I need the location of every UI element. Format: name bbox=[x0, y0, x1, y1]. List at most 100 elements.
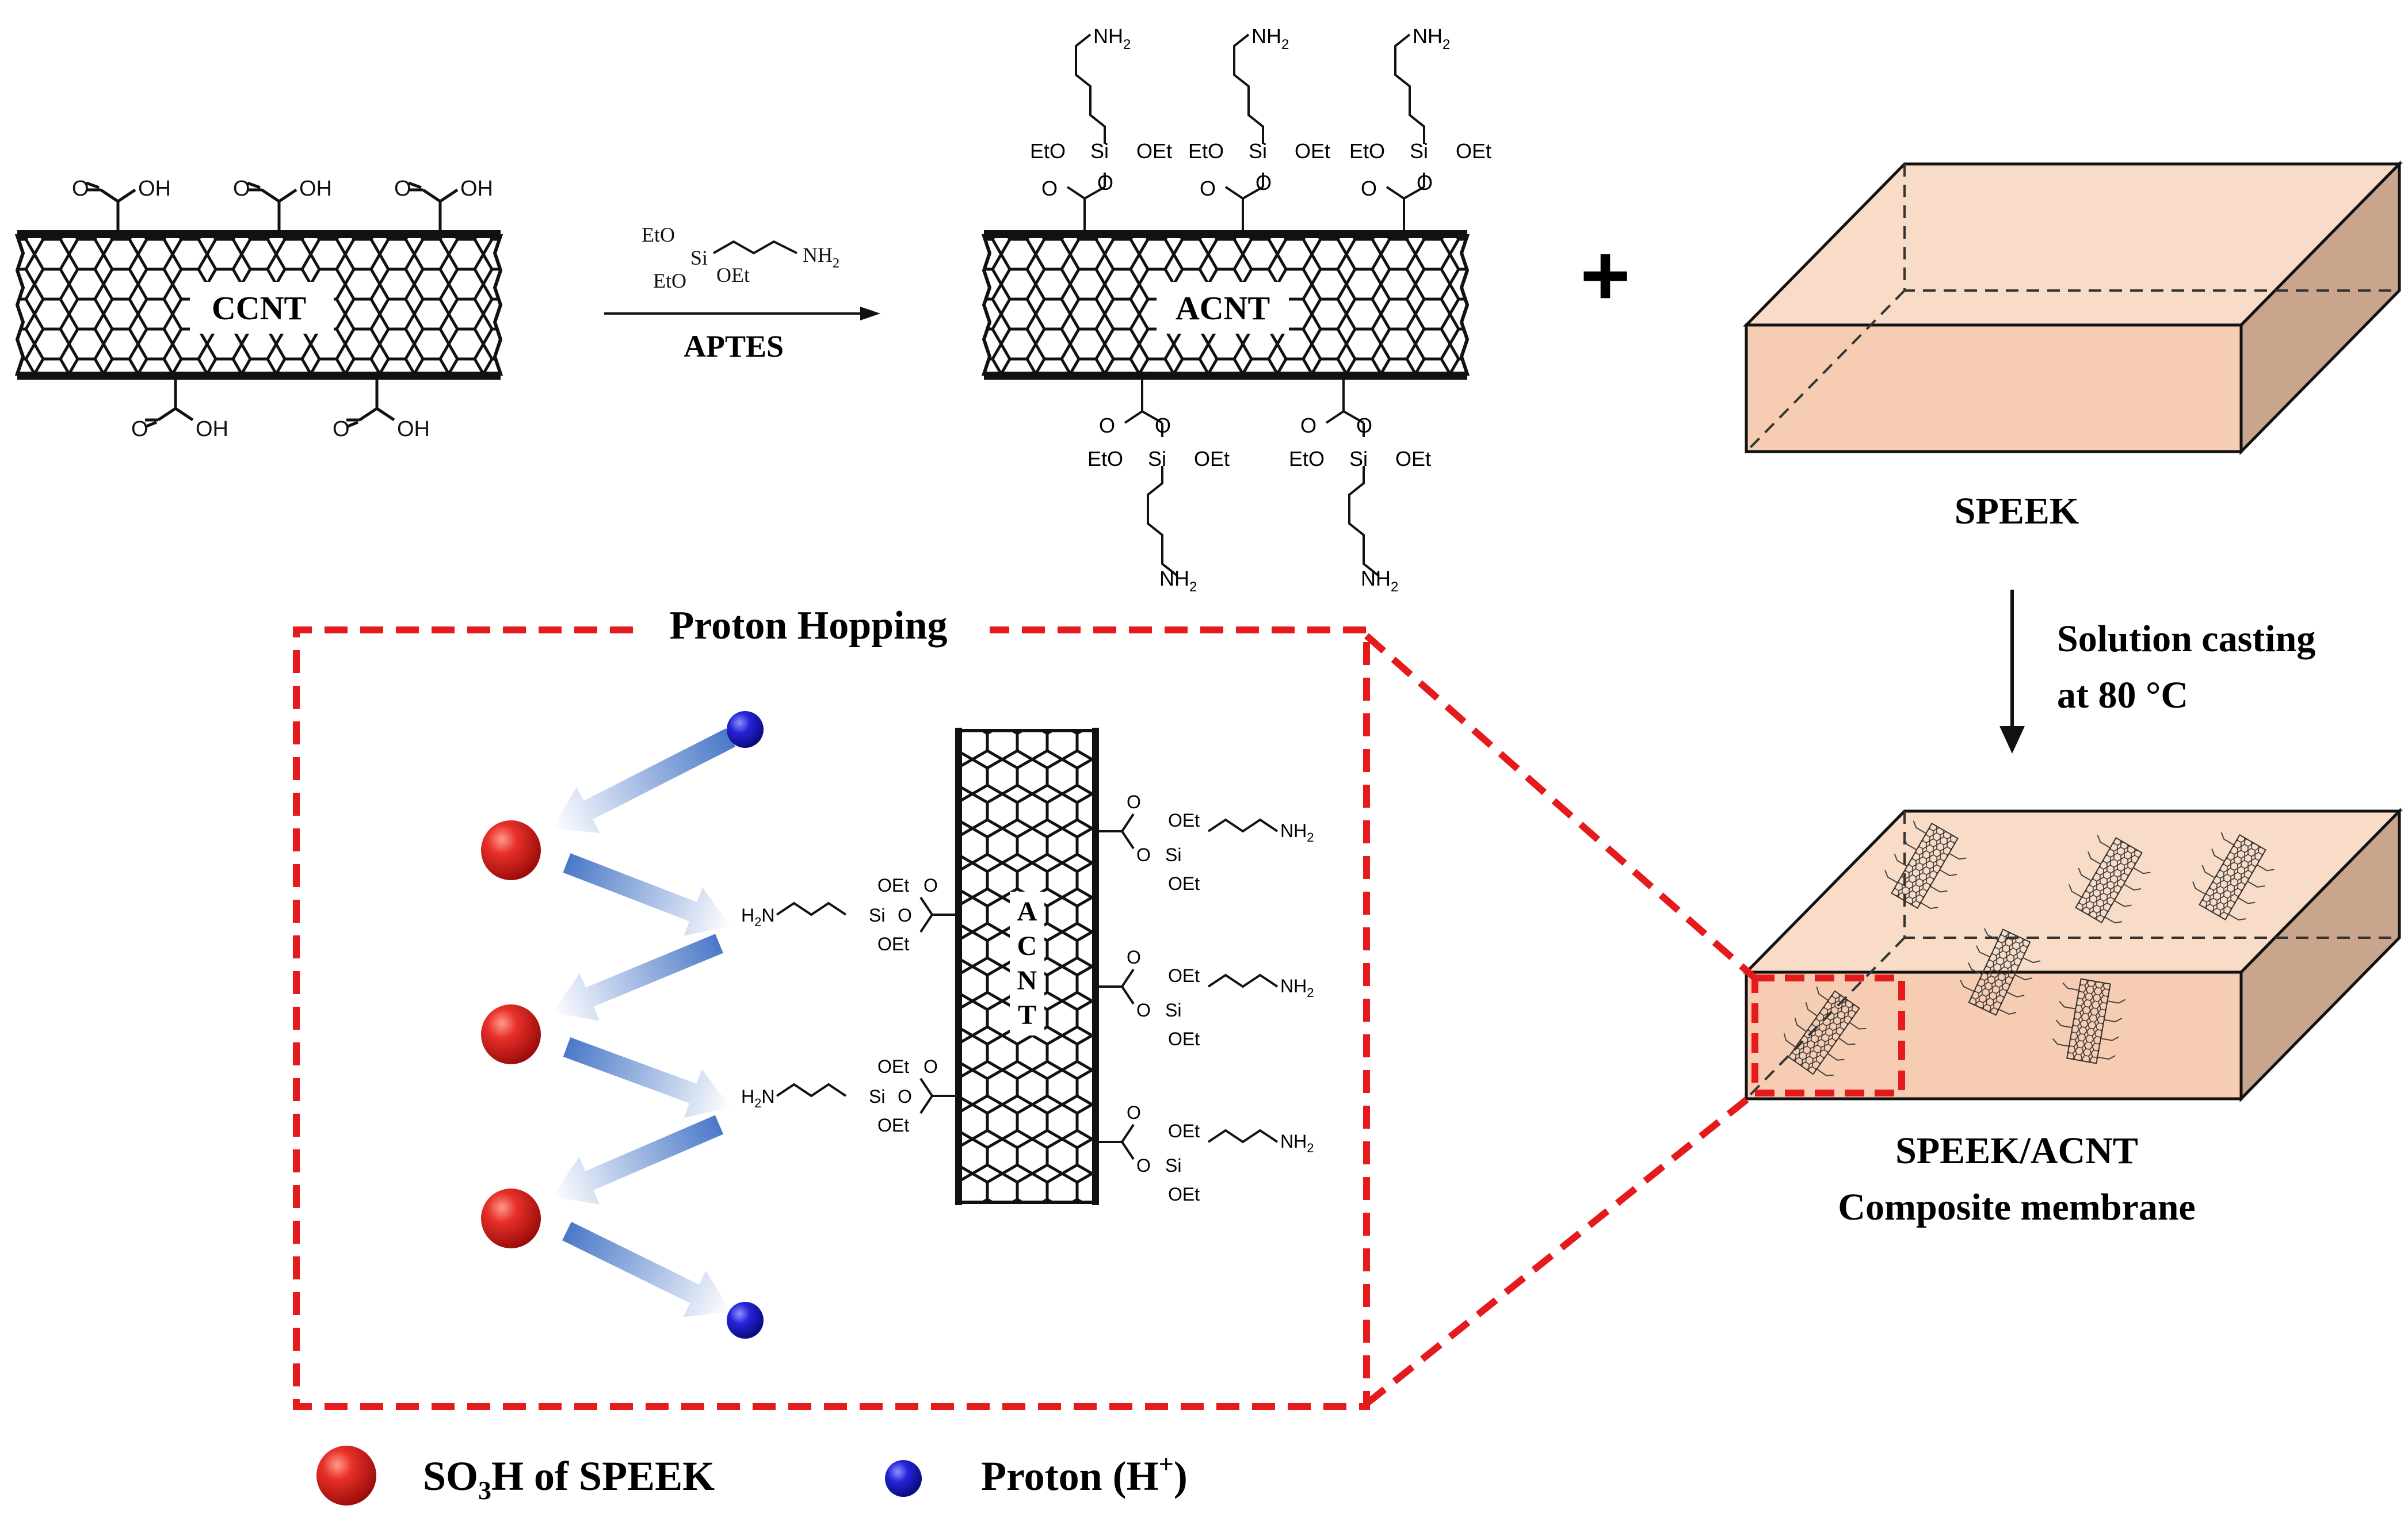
silane-o: O bbox=[1041, 177, 1058, 200]
silane-si: Si bbox=[1165, 845, 1181, 865]
silane-si: Si bbox=[1148, 447, 1166, 471]
silane-o: O bbox=[1255, 171, 1272, 194]
proton-hop-arrows bbox=[552, 728, 736, 1317]
aptes-label: APTES bbox=[684, 329, 784, 364]
silane-oet: OEt bbox=[1295, 139, 1330, 163]
speek-box: SPEEK bbox=[1743, 160, 2403, 532]
zoom-line-top bbox=[1364, 633, 1757, 981]
casting-line-2: at 80 °C bbox=[2057, 674, 2188, 716]
cooh-o-3: O bbox=[394, 177, 411, 201]
reaction-arrow-head bbox=[860, 307, 880, 320]
legend-proton-swatch bbox=[885, 1460, 922, 1497]
composite-line-1: SPEEK/ACNT bbox=[1895, 1130, 2138, 1172]
silane-oet: OEt bbox=[877, 1056, 909, 1077]
hop-arrow-1 bbox=[552, 728, 736, 834]
inset-title: Proton Hopping bbox=[670, 603, 948, 648]
zoom-line-bottom bbox=[1364, 1090, 1757, 1407]
aptes-reagent: EtO Si EtO OEt NH2 APTES bbox=[604, 223, 880, 364]
silane-h2n: H2N bbox=[741, 1086, 774, 1110]
cooh-o-2: O bbox=[233, 177, 250, 201]
silane-o: O bbox=[1136, 845, 1151, 865]
inset-frame bbox=[293, 626, 1370, 1410]
silane-o: O bbox=[1097, 171, 1113, 194]
cooh-oh-2: OH bbox=[299, 177, 332, 201]
silane-h2n: H2N bbox=[741, 905, 774, 929]
silane-eto: EtO bbox=[1030, 139, 1066, 163]
legend-so3h-label: SO3H of SPEEK bbox=[423, 1453, 715, 1505]
silane-eto: EtO bbox=[1349, 139, 1385, 163]
silane-o: O bbox=[1200, 177, 1216, 200]
silane-o: O bbox=[1136, 1000, 1151, 1021]
plus-sign: + bbox=[1580, 227, 1631, 323]
silane-o: O bbox=[1155, 414, 1171, 437]
silane-o: O bbox=[1099, 414, 1115, 437]
composite-line-2: Composite membrane bbox=[1838, 1186, 2195, 1228]
ccnt-cooh-groups bbox=[86, 181, 459, 429]
silane-si: Si bbox=[1349, 447, 1368, 471]
reagent-eto-top: EtO bbox=[642, 223, 675, 246]
silane-o: O bbox=[1361, 177, 1377, 200]
silane-nh2: NH2 bbox=[1251, 24, 1289, 52]
speek-hidden-edges bbox=[1745, 164, 2399, 453]
speek-front-face bbox=[1745, 323, 2243, 453]
reagent-oet: OEt bbox=[716, 263, 750, 286]
acnt-label-bg bbox=[1157, 282, 1289, 334]
silane-oet: OEt bbox=[1136, 139, 1172, 163]
silane-o: O bbox=[1300, 414, 1316, 437]
silane-nh2: NH2 bbox=[1159, 567, 1197, 595]
hop-arrow-3 bbox=[552, 934, 723, 1021]
silane-oet: OEt bbox=[1194, 447, 1230, 471]
silane-eto: EtO bbox=[1289, 447, 1325, 471]
silane-oet: OEt bbox=[1168, 1121, 1200, 1141]
acnt-letter-n: N bbox=[1017, 965, 1037, 996]
reagent-nh2: NH2 bbox=[803, 243, 839, 271]
reagent-si: Si bbox=[690, 246, 708, 269]
silane-o: O bbox=[1356, 414, 1372, 437]
legend-so3h-swatch bbox=[316, 1446, 376, 1505]
silane-nh2: NH2 bbox=[1361, 567, 1398, 595]
acnt-tube: ACNT bbox=[981, 230, 1470, 380]
silane-oet: OEt bbox=[1168, 810, 1200, 831]
mini-acnt-5 bbox=[2052, 978, 2125, 1064]
silane-nh2: NH2 bbox=[1280, 820, 1314, 845]
so3h-sphere-1 bbox=[481, 820, 541, 880]
ccnt-label-bg bbox=[190, 282, 334, 334]
cooh-o-1: O bbox=[72, 177, 89, 201]
hop-arrow-5 bbox=[552, 1115, 724, 1205]
acnt-label: ACNT bbox=[1176, 289, 1270, 327]
proton-sphere-end bbox=[727, 1302, 764, 1339]
legend-proton-label: Proton (H+) bbox=[981, 1449, 1188, 1499]
acnt-letter-a: A bbox=[1017, 896, 1037, 927]
ccnt-cooh-labels: O OH O OH O OH O OH O OH bbox=[72, 177, 493, 441]
silane-oet: OEt bbox=[877, 1115, 909, 1136]
ccnt-bottom-edge bbox=[17, 372, 501, 380]
acnt-letter-t: T bbox=[1018, 1000, 1036, 1030]
cooh-oh-5: OH bbox=[397, 417, 430, 441]
zoom-region-box bbox=[1751, 975, 1905, 1096]
silane-o: O bbox=[1127, 792, 1141, 812]
silane-si: Si bbox=[1090, 139, 1109, 163]
silane-oet: OEt bbox=[1168, 1029, 1200, 1049]
silane-oet: OEt bbox=[877, 875, 909, 896]
mini-acnt-1 bbox=[1884, 820, 1967, 910]
ccnt-tube: CCNT bbox=[14, 230, 503, 380]
speek-label: SPEEK bbox=[1955, 490, 2079, 532]
silane-si: Si bbox=[869, 1086, 885, 1107]
silane-oet: OEt bbox=[1395, 447, 1431, 471]
mini-acnt-6 bbox=[1783, 987, 1867, 1076]
silane-si: Si bbox=[869, 905, 885, 926]
silane-si: Si bbox=[1410, 139, 1428, 163]
